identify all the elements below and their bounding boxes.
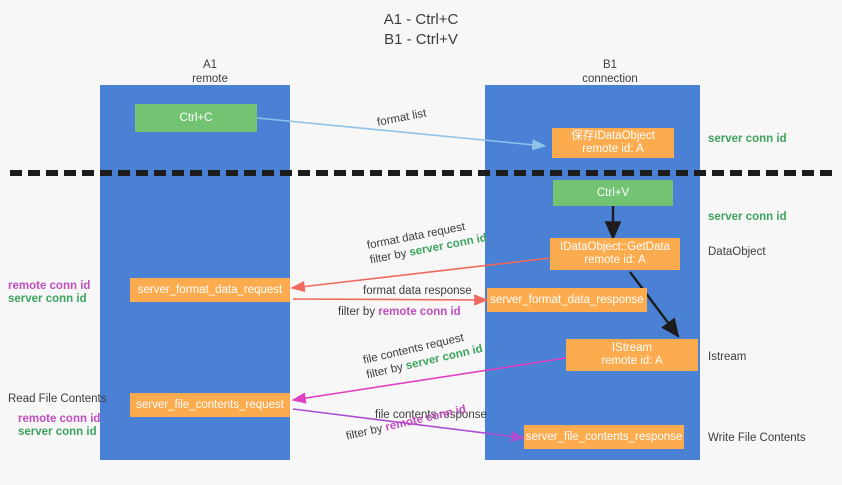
filter-prefix-2: filter by: [338, 306, 379, 318]
column-a1-sub: remote: [192, 73, 228, 85]
box-istream[interactable]: IStream remote id: A: [566, 339, 698, 371]
box-server-file-contents-response[interactable]: server_file_contents_response: [524, 425, 684, 449]
label-server-conn-id-top: server conn id: [708, 133, 787, 145]
label-remote-conn-id-1: remote conn id: [8, 280, 91, 292]
column-b1-name: B1: [602, 59, 618, 71]
column-a1-name: A1: [202, 59, 218, 71]
label-server-conn-id-mid: server conn id: [708, 211, 787, 223]
label-format-list: format list: [376, 107, 428, 129]
label-istream: Istream: [708, 351, 747, 363]
box-ctrl-c[interactable]: Ctrl+C: [135, 104, 257, 132]
phase-separator-dashed-line: [10, 170, 832, 176]
box-server-file-contents-request[interactable]: server_file_contents_request: [130, 393, 290, 417]
filter-prefix-4: filter by: [345, 421, 387, 443]
label-server-conn-id-2: server conn id: [18, 426, 97, 438]
box-ctrl-v[interactable]: Ctrl+V: [553, 180, 673, 206]
label-write-file-contents: Write File Contents: [708, 432, 806, 444]
label-remote-conn-id-2: remote conn id: [18, 413, 101, 425]
box-idataobject-getdata[interactable]: IDataObject::GetData remote id: A: [550, 238, 680, 270]
label-server-conn-id-1: server conn id: [8, 293, 87, 305]
column-header-a1: A1 remote: [130, 58, 290, 86]
diagram-title: A1 - Ctrl+C B1 - Ctrl+V: [0, 10, 842, 50]
title-line-1: A1 - Ctrl+C: [383, 11, 459, 28]
box-server-format-data-response[interactable]: server_format_data_response: [487, 288, 647, 312]
label-read-file-contents: Read File Contents: [8, 393, 107, 405]
label-dataobject: DataObject: [708, 246, 766, 258]
label-format-data-response: format data response: [363, 285, 472, 297]
filter-key-remote-conn-id-1: remote conn id: [378, 306, 461, 318]
title-line-2: B1 - Ctrl+V: [384, 31, 458, 48]
column-b1-sub: connection: [582, 73, 638, 85]
box-save-idataobject[interactable]: 保存IDataObject remote id: A: [552, 128, 674, 158]
column-header-b1: B1 connection: [520, 58, 700, 86]
label-file-contents-response: file contents response: [375, 409, 487, 421]
label-format-data-response-filter: filter by remote conn id: [338, 306, 472, 318]
box-server-format-data-request[interactable]: server_format_data_request: [130, 278, 290, 302]
